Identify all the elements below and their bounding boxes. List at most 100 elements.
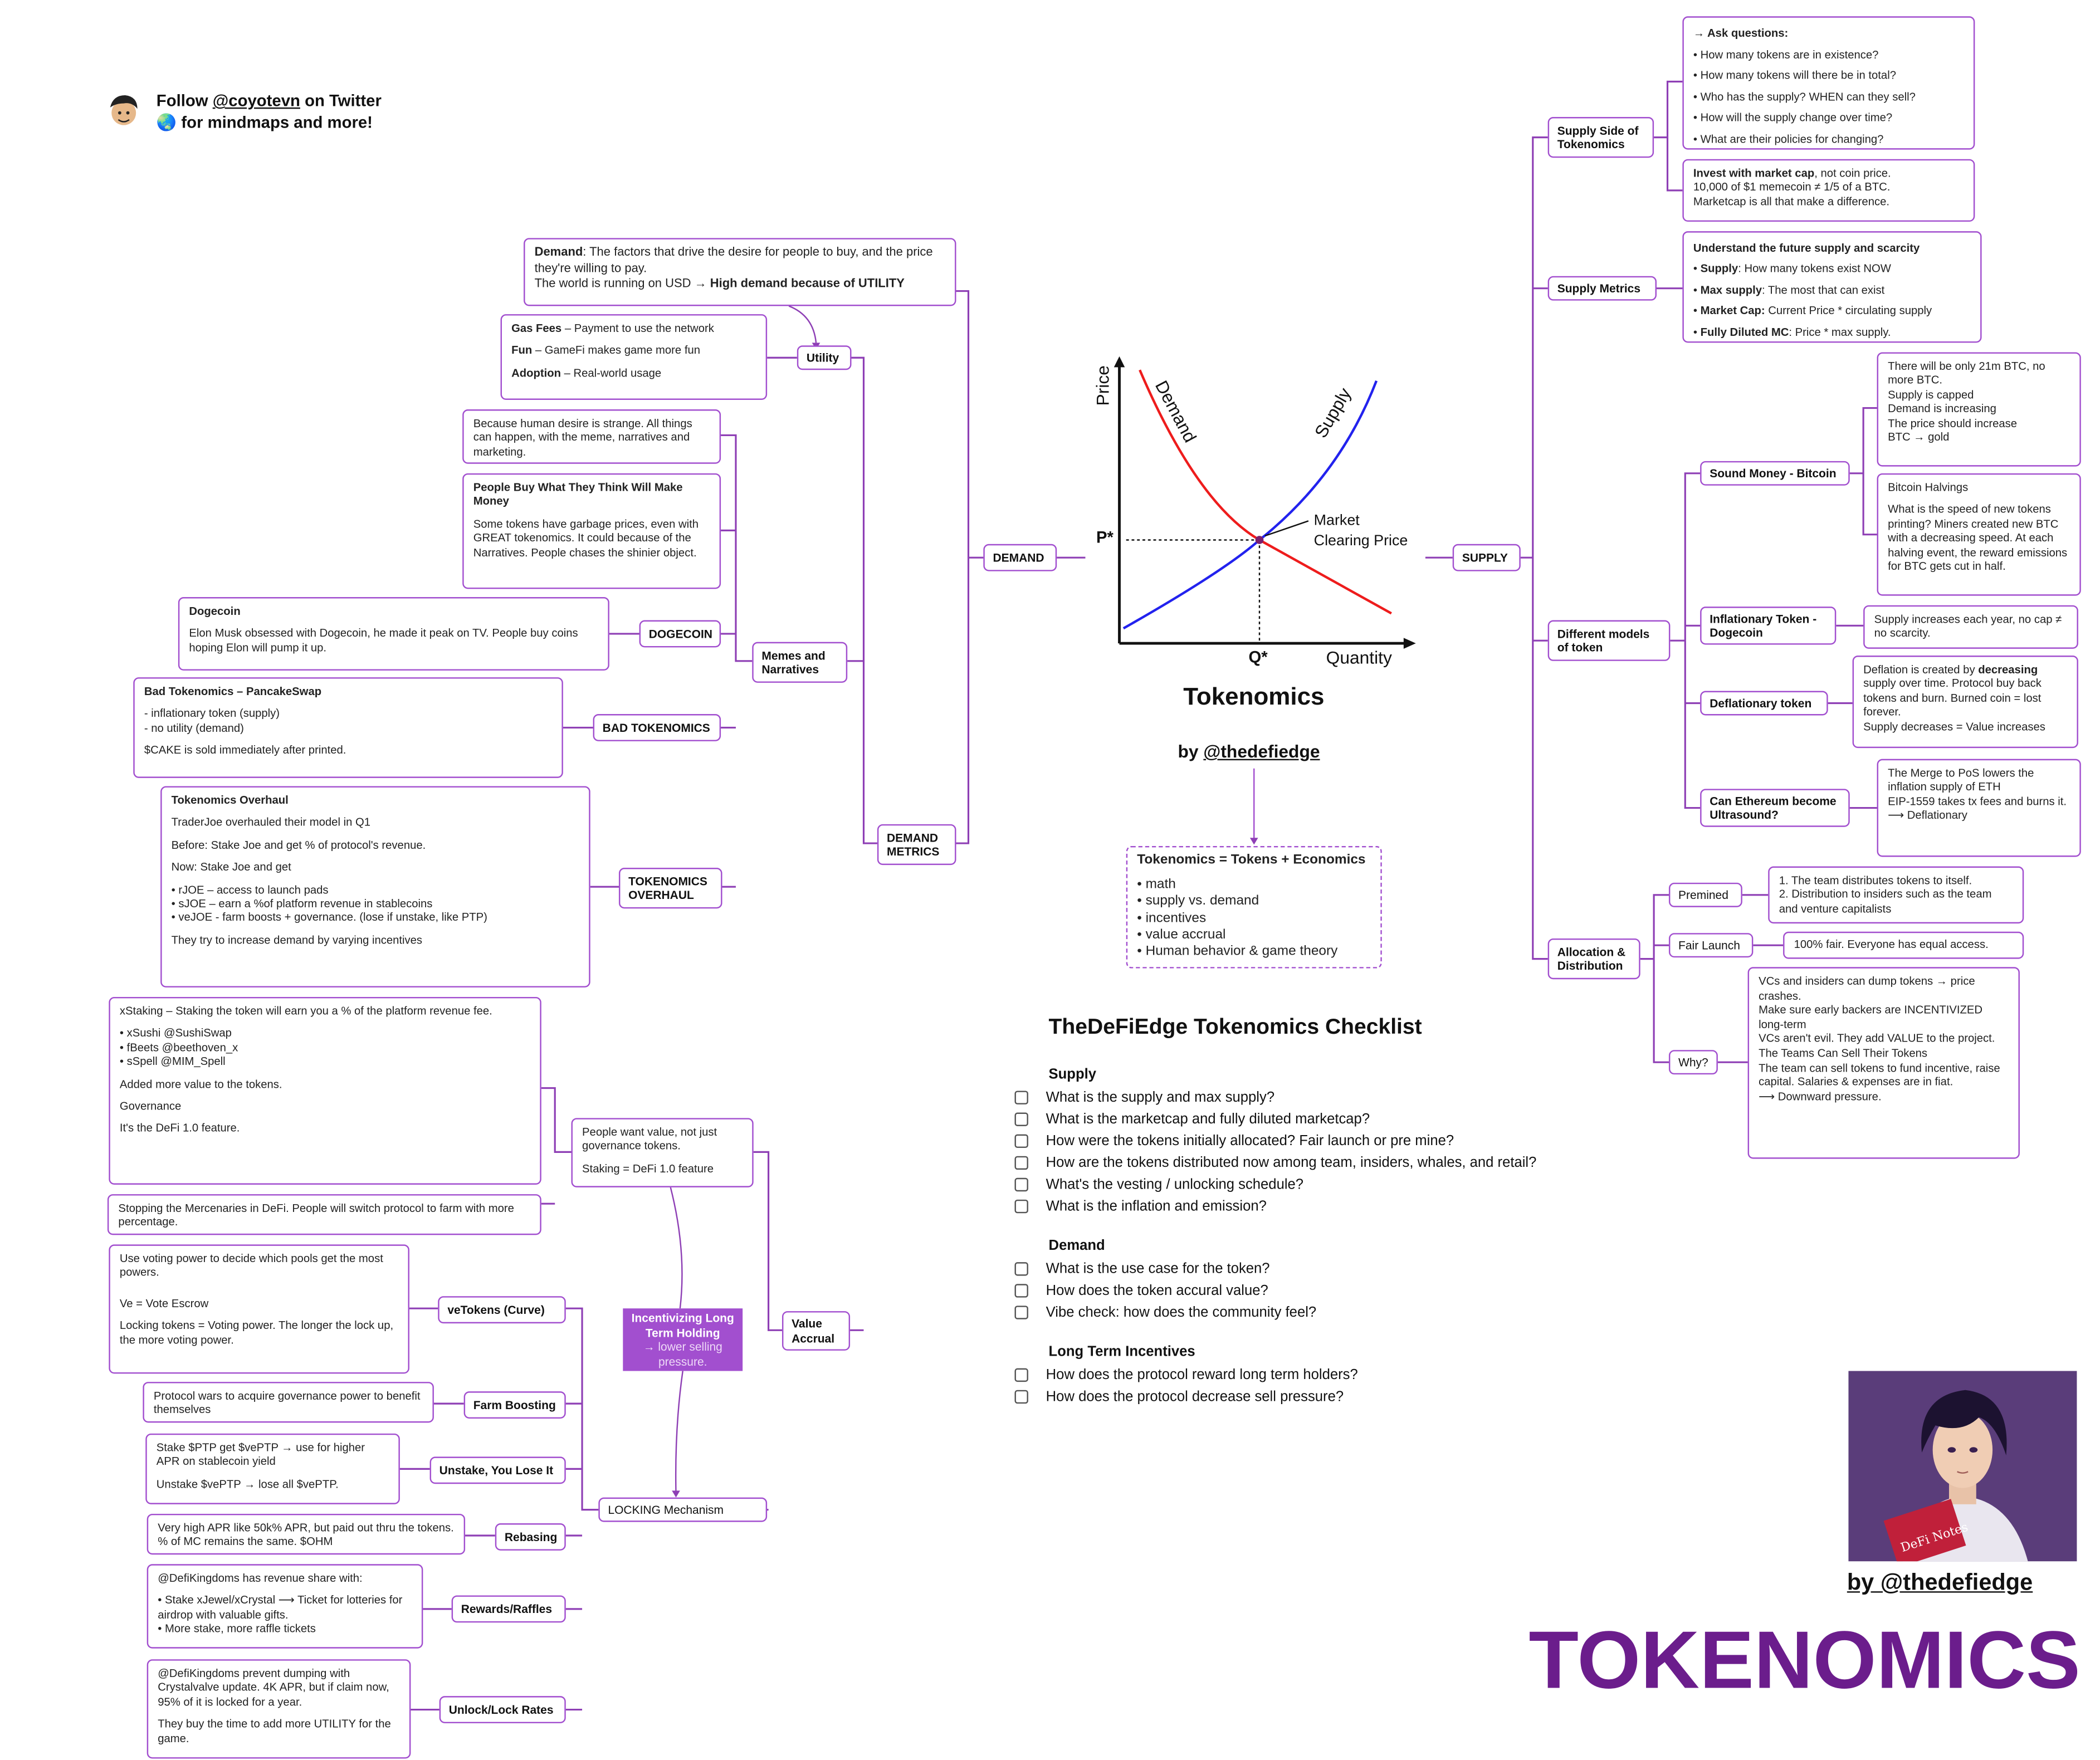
checklist-item[interactable]: What is the inflation and emission? xyxy=(1014,1198,1267,1215)
node-allocation[interactable]: Allocation & Distribution xyxy=(1547,938,1640,980)
follow-suffix: on Twitter xyxy=(300,91,382,110)
node-supply-side[interactable]: Supply Side of Tokenomics xyxy=(1547,117,1654,158)
node-inflationary[interactable]: Inflationary Token - Dogecoin xyxy=(1700,607,1837,645)
checklist-item[interactable]: How does the protocol decrease sell pres… xyxy=(1014,1389,1344,1405)
note-line: • How many tokens are in existence? xyxy=(1693,47,1879,61)
note-line: Before: Stake Joe and get % of protocol'… xyxy=(171,837,426,852)
byline-handle-link[interactable]: @thedefiedge xyxy=(1203,741,1320,762)
node-supply-metrics[interactable]: Supply Metrics xyxy=(1547,276,1657,301)
text: The world is running on USD → xyxy=(534,276,710,290)
note-line: 2. Distribution to insiders such as the … xyxy=(1779,887,1992,916)
checklist-section-heading: Demand xyxy=(1048,1238,1105,1254)
node-why[interactable]: Why? xyxy=(1668,1050,1718,1075)
node-memes-narratives[interactable]: Memes and Narratives xyxy=(752,642,848,683)
node-demand-metrics[interactable]: DEMAND METRICS xyxy=(877,824,956,866)
checklist-item[interactable]: What is the supply and max supply? xyxy=(1014,1089,1274,1106)
note-line: Staking = DeFi 1.0 feature xyxy=(582,1161,714,1175)
node-label: DEMAND xyxy=(993,550,1044,564)
checklist-title: TheDeFiEdge Tokenomics Checklist xyxy=(1048,1016,1422,1039)
footer-byline-link[interactable]: by @thedefiedge xyxy=(1847,1570,2033,1596)
checklist-item[interactable]: How were the tokens initially allocated?… xyxy=(1014,1133,1454,1149)
note-line: The Merge to PoS lowers the inflation su… xyxy=(1888,765,2034,794)
node-different-models[interactable]: Different models of token xyxy=(1547,620,1671,661)
checkbox[interactable] xyxy=(1014,1156,1028,1170)
node-label: Deflationary token xyxy=(1710,696,1812,710)
follow-line2: 🌏 for mindmaps and more! xyxy=(156,113,373,132)
node-dogecoin[interactable]: DOGECOIN xyxy=(639,620,721,648)
node-rewards-raffles[interactable]: Rewards/Raffles xyxy=(451,1595,566,1623)
twitter-handle-link[interactable]: @coyotevn xyxy=(212,91,300,110)
node-vetokens[interactable]: veTokens (Curve) xyxy=(438,1296,566,1324)
checkbox[interactable] xyxy=(1014,1177,1028,1192)
text: Deflation is created by xyxy=(1863,662,1979,676)
node-unstake[interactable]: Unstake, You Lose It xyxy=(429,1456,566,1484)
checklist-item[interactable]: How does the token accural value? xyxy=(1014,1283,1268,1299)
checklist-item[interactable]: How does the protocol reward long term h… xyxy=(1014,1367,1358,1383)
checkbox[interactable] xyxy=(1014,1368,1028,1382)
node-value-accrual[interactable]: Value Accrual xyxy=(782,1311,851,1351)
note-line: Supply decreases = Value increases xyxy=(1863,718,2045,733)
checkbox[interactable] xyxy=(1014,1134,1028,1148)
bold-text: Bad Tokenomics – PancakeSwap xyxy=(144,684,322,698)
spacer xyxy=(158,1709,400,1717)
spacer xyxy=(120,1279,399,1288)
node-ethereum-ultrasound[interactable]: Can Ethereum become Ultrasound? xyxy=(1700,789,1850,827)
people-want-value-note: People want value, not just governance t… xyxy=(571,1118,754,1187)
note-line: Because human desire is strange. All thi… xyxy=(473,416,692,458)
node-bad-tokenomics[interactable]: BAD TOKENOMICS xyxy=(593,714,721,741)
note-line: • supply vs. demand xyxy=(1137,894,1259,910)
note-line: Tokenomics = Tokens + Economics xyxy=(1137,853,1371,869)
node-farm-boosting[interactable]: Farm Boosting xyxy=(463,1391,566,1419)
note-line: 10,000 of $1 memecoin ≠ 1/5 of a BTC. xyxy=(1693,180,1891,194)
note-line: Understand the future supply and scarcit… xyxy=(1693,238,1971,259)
spacer xyxy=(511,358,756,366)
checklist-item[interactable]: What is the use case for the token? xyxy=(1014,1261,1270,1277)
node-locking-mechanism[interactable]: LOCKING Mechanism xyxy=(598,1497,768,1522)
bold-text: Max supply xyxy=(1700,282,1762,296)
bold-text: Demand xyxy=(534,245,583,258)
p-star-label: P* xyxy=(1096,527,1114,547)
text: supply over time. Protocol buy back toke… xyxy=(1863,676,2042,718)
node-sound-money[interactable]: Sound Money - Bitcoin xyxy=(1700,461,1850,486)
note-line: The price should increase xyxy=(1888,415,2018,429)
node-utility[interactable]: Utility xyxy=(797,345,852,370)
bold-text: Dogecoin xyxy=(189,604,241,618)
node-fair-launch[interactable]: Fair Launch xyxy=(1668,933,1754,958)
note-line: BTC → gold xyxy=(1888,429,1950,444)
node-supply[interactable]: SUPPLY xyxy=(1452,544,1521,571)
mercenaries-note: Stopping the Mercenaries in DeFi. People… xyxy=(107,1194,541,1235)
node-demand[interactable]: DEMAND xyxy=(983,544,1057,571)
node-tokenomics-overhaul[interactable]: TOKENOMICS OVERHAUL xyxy=(618,867,722,909)
bad-tokenomics-note: Bad Tokenomics – PancakeSwap- inflationa… xyxy=(133,677,563,778)
checkbox[interactable] xyxy=(1014,1284,1028,1298)
incentivizing-title: Incentivizing Long Term Holding xyxy=(631,1311,734,1339)
checklist-item-label: What's the vesting / unlocking schedule? xyxy=(1046,1176,1304,1193)
farm-boosting-note: Protocol wars to acquire governance powe… xyxy=(143,1382,434,1423)
note-line: • Human behavior & game theory xyxy=(1137,943,1338,959)
checklist-item[interactable]: How are the tokens distributed now among… xyxy=(1014,1155,1536,1171)
inflationary-note: Supply increases each year, no cap ≠ no … xyxy=(1863,605,2078,649)
checkbox[interactable] xyxy=(1014,1091,1028,1104)
node-label: veTokens (Curve) xyxy=(447,1302,545,1317)
checkbox[interactable] xyxy=(1014,1390,1028,1404)
memes-note-2: People Buy What They Think Will Make Mon… xyxy=(462,473,721,589)
node-deflationary[interactable]: Deflationary token xyxy=(1700,691,1828,716)
checkbox[interactable] xyxy=(1014,1306,1028,1319)
checklist-item[interactable]: Vibe check: how does the community feel? xyxy=(1014,1304,1316,1321)
note-line: Protocol wars to acquire governance powe… xyxy=(153,1389,421,1417)
checklist-item[interactable]: What's the vesting / unlocking schedule? xyxy=(1014,1176,1304,1193)
checkbox[interactable] xyxy=(1014,1262,1028,1276)
node-label: TOKENOMICS OVERHAUL xyxy=(628,874,707,902)
checkbox[interactable] xyxy=(1014,1112,1028,1126)
node-unlock-lock-rates[interactable]: Unlock/Lock Rates xyxy=(439,1696,566,1724)
node-rebasing[interactable]: Rebasing xyxy=(495,1523,566,1551)
text: • xyxy=(1693,282,1701,296)
checkbox[interactable] xyxy=(1014,1199,1028,1214)
node-premined[interactable]: Premined xyxy=(1668,882,1742,907)
spacer xyxy=(144,735,553,743)
big-title: TOKENOMICS xyxy=(1528,1614,2081,1706)
bold-text: Understand the future supply and scarcit… xyxy=(1693,241,1920,255)
checklist-item[interactable]: What is the marketcap and fully diluted … xyxy=(1014,1111,1370,1127)
text: • xyxy=(1693,324,1701,339)
